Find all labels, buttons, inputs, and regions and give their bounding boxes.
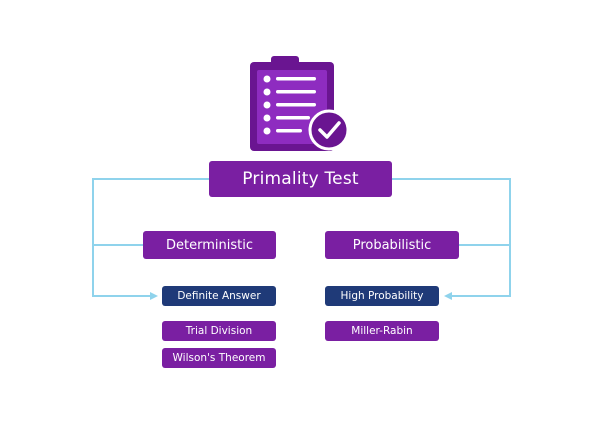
- right-connector-line: [392, 178, 511, 300]
- deterministic-node: Deterministic: [143, 231, 276, 259]
- trial-division-node: Trial Division: [162, 321, 276, 341]
- primality-test-title: Primality Test: [209, 161, 392, 197]
- clipboard-checklist-icon: [250, 56, 350, 151]
- checkmark-badge-icon: [308, 109, 350, 151]
- definite-answer-node: Definite Answer: [162, 286, 276, 306]
- wilsons-theorem-node: Wilson's Theorem: [162, 348, 276, 368]
- left-connector-line: [92, 178, 209, 300]
- probabilistic-node: Probabilistic: [325, 231, 459, 259]
- miller-rabin-node: Miller-Rabin: [325, 321, 439, 341]
- high-probability-node: High Probability: [325, 286, 439, 306]
